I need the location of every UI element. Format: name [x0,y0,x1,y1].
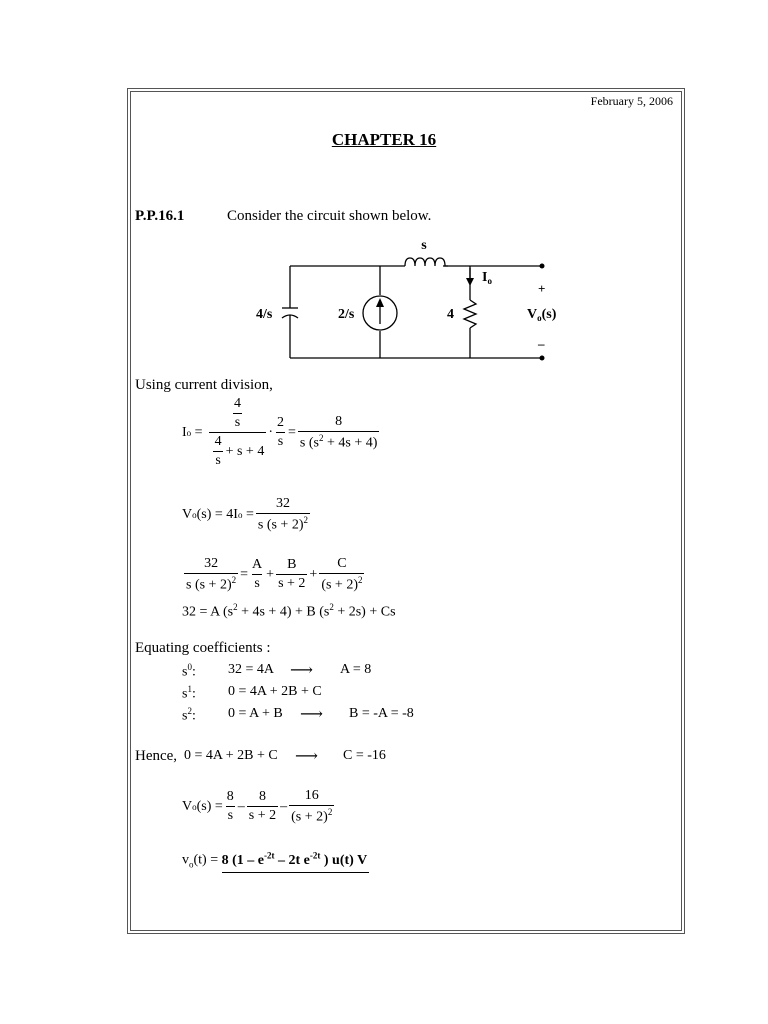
coeff-res-s0: A = 8 [340,662,372,677]
page-border-outer [127,88,685,934]
page-border-inner [130,91,682,931]
terminal-top [539,263,545,269]
coeff-eq-s1: 0 = 4A + 2B + C [228,684,322,699]
coeff-row-s1: s1: [182,684,196,702]
current-label: Io [482,270,492,286]
circuit-diagram: s 4/s 2/s 4 Io + – Vo(s) [256,238,557,361]
chapter-title: CHAPTER 16 [331,130,437,149]
arrow-icon: ⟶ [300,706,323,723]
inductor-label: s [421,238,427,253]
terminal-bottom [539,355,545,361]
problem-label: P.P.16.1 [135,208,185,224]
hence-text: Hence, [135,748,178,764]
equation-final: vo(t) = 8 (1 – e-2t – 2t e-2t ) u(t) V [182,850,370,873]
coeff-eq-s0: 32 = 4A [228,662,275,677]
current-source-circle [362,295,398,331]
coeff-eq-s2: 0 = A + B [228,706,283,721]
final-answer: 8 (1 – e-2t – 2t e-2t ) u(t) V [221,850,370,873]
plus-sign: + [538,281,545,296]
source-arrow-icon [376,298,384,307]
coeff-row-s0: s0: [182,662,196,680]
arrow-icon: ⟶ [290,662,313,679]
problem-statement: Consider the circuit shown below. [227,208,432,224]
equating-text: Equating coefficients : [135,640,271,656]
minus-sign: – [537,336,545,351]
source-label: 2/s [338,307,355,322]
coeff-row-s2: s2: [182,706,196,724]
date: February 5, 2006 [590,94,673,108]
arrow-icon: ⟶ [295,748,318,765]
vout-label: Vo(s) [527,307,557,323]
current-division-text: Using current division, [135,377,273,393]
equation-expanded: 32 = A (s2 + 4s + 4) + B (s2 + 2s) + Cs [182,602,396,620]
hence-result: C = -16 [343,748,386,763]
resistor-zigzag [462,299,478,329]
resistor-label: 4 [447,307,454,322]
coeff-res-s2: B = -A = -8 [349,706,414,721]
hence-equation: 0 = 4A + 2B + C [184,748,278,763]
current-arrow-icon [466,278,474,286]
inductor-coil [404,257,448,267]
capacitor-label: 4/s [256,307,273,322]
